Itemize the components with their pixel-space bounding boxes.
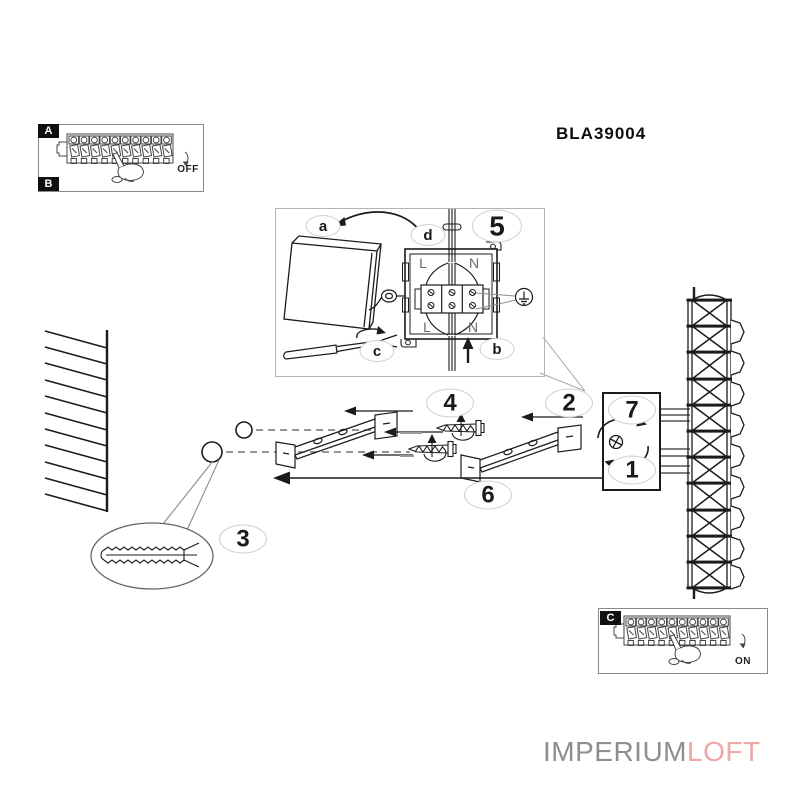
- callout-c: c: [359, 340, 395, 362]
- step-4: 4: [426, 388, 474, 418]
- ground-pointer: [475, 292, 517, 310]
- screw-icon-bottom: [407, 434, 457, 462]
- panel-switch-on-frame: [598, 608, 768, 674]
- terminal-l-bottom: L: [423, 319, 431, 335]
- step-7: 7: [608, 395, 656, 425]
- drill-hole-top: [235, 421, 253, 439]
- brand-logo-gray: IMPERIUM: [543, 736, 687, 767]
- lamp-node-bars: [686, 298, 732, 590]
- wall-hatching: [44, 330, 109, 512]
- terminal-n-bottom: N: [467, 319, 479, 335]
- panel-switch-off-frame: [38, 124, 204, 192]
- callout-b: b: [479, 338, 515, 360]
- cable-gland: [380, 289, 405, 303]
- step-1: 1: [608, 455, 656, 485]
- direction-arrows: [273, 406, 603, 485]
- step-3: 3: [219, 524, 267, 554]
- badge-b: B: [38, 177, 59, 191]
- wiring-detail-frame: [275, 208, 545, 377]
- terminal-l-top: L: [419, 255, 427, 271]
- wall-anchor-icon: [100, 542, 200, 568]
- rotate-arrow-tool: [356, 326, 386, 339]
- anchor-detail-bubble: [90, 522, 214, 590]
- drill-hole-bottom: [201, 441, 223, 463]
- terminal-n-top: N: [468, 255, 480, 271]
- badge-a: A: [38, 124, 59, 138]
- fixture-arms: [660, 408, 690, 474]
- step-2: 2: [545, 388, 593, 418]
- step-6: 6: [464, 480, 512, 510]
- detail-callout-lines: [539, 336, 586, 392]
- brand-logo-pink: LOFT: [687, 736, 761, 767]
- brand-logo: IMPERIUMLOFT: [543, 736, 761, 768]
- switch-on-label: ON: [735, 656, 751, 667]
- switch-off-label: OFF: [177, 164, 199, 175]
- terminal-block: [414, 284, 490, 314]
- callout-d: d: [410, 224, 446, 246]
- anchor-callout: [162, 459, 220, 531]
- mounting-bracket-right: [460, 424, 582, 483]
- fixing-screw-icon: [608, 434, 624, 450]
- dashed-guides: [226, 429, 410, 453]
- mounting-bracket-left: [275, 411, 398, 469]
- badge-c: C: [600, 611, 621, 625]
- screw-icon-top: [435, 413, 485, 441]
- junction-box: [400, 209, 502, 371]
- insert-arrow: [462, 337, 474, 363]
- crystal-prisms: [730, 319, 745, 590]
- step-5: 5: [472, 209, 522, 243]
- ground-icon: [514, 287, 534, 307]
- callout-a: a: [305, 215, 341, 237]
- terminal-strip-off-icon: [55, 132, 205, 187]
- product-code: BLA39004: [556, 124, 647, 143]
- lamp-fixture: [686, 287, 745, 599]
- supply-cable: [442, 209, 462, 371]
- internal-wires: [425, 262, 479, 336]
